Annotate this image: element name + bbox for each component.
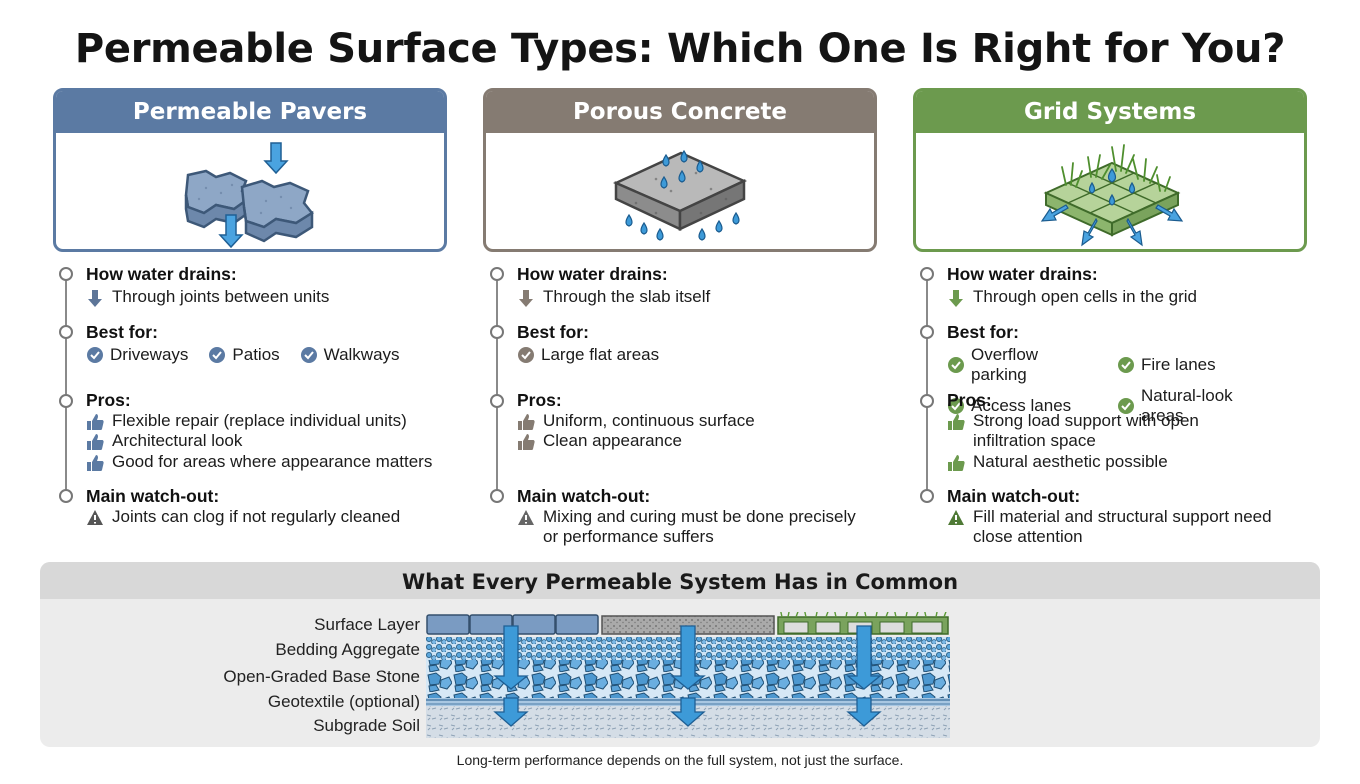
pro-item: Good for areas where appearance matters (112, 451, 433, 471)
check-circle-icon (518, 346, 534, 363)
layer-label-geotextile: Geotextile (optional) (267, 692, 420, 711)
pro-item: Natural aesthetic possible (973, 451, 1168, 471)
pro-item: Uniform, continuous surface (543, 410, 755, 430)
best-for-item: Natural-look areas (1141, 385, 1233, 426)
watch-out-text: close attention (973, 527, 1083, 546)
page-title: Permeable Surface Types: Which One Is Ri… (74, 26, 1286, 72)
card-permeable-pavers: Permeable Pavers (53, 88, 447, 252)
card-grid-systems: Grid Systems (913, 88, 1307, 252)
layer-label-subgrade: Subgrade Soil (313, 716, 420, 735)
pro-item: Strong load support with open (973, 410, 1199, 430)
thumbs-up-icon (518, 434, 535, 450)
down-arrow-icon (88, 289, 102, 307)
card-title: Porous Concrete (486, 91, 874, 133)
pro-item: Clean appearance (543, 431, 682, 450)
porous-concrete-icon (612, 149, 748, 241)
down-arrow-icon (519, 289, 533, 307)
footer-note: Long-term performance depends on the ful… (456, 752, 904, 768)
best-for-heading: Best for: (947, 322, 1019, 342)
watch-out-text: Joints can clog if not regularly cleaned (112, 506, 401, 526)
details-porous-concrete: How water drains: Through the slab itsel… (485, 258, 885, 558)
best-for-item: Walkways (323, 344, 400, 364)
watch-out-heading: Main watch-out: (86, 486, 220, 506)
watch-out-heading: Main watch-out: (517, 486, 651, 506)
card-title: Permeable Pavers (56, 91, 444, 133)
check-circle-icon (948, 357, 964, 373)
drain-text: Through joints between units (112, 286, 330, 306)
pros-heading: Pros: (86, 390, 131, 410)
pro-item: Flexible repair (replace individual unit… (112, 410, 407, 430)
common-section-title: What Every Permeable System Has in Commo… (40, 562, 1320, 599)
warning-icon (948, 509, 964, 525)
details-grid-systems: How water drains: Through open cells in … (915, 258, 1315, 558)
cross-section-diagram (426, 612, 950, 738)
grid-systems-icon (1040, 144, 1184, 247)
watch-out-heading: Main watch-out: (947, 486, 1081, 506)
card-porous-concrete: Porous Concrete (483, 88, 877, 252)
drain-heading: How water drains: (517, 264, 668, 284)
thumbs-up-icon (87, 434, 104, 450)
best-for-item: Fire lanes (1141, 354, 1216, 374)
thumbs-up-icon (518, 413, 535, 430)
layer-label-surface: Surface Layer (314, 615, 420, 634)
check-circle-icon (300, 346, 317, 363)
best-for-heading: Best for: (517, 322, 589, 342)
watch-out-text: or performance suffers (543, 527, 714, 546)
pros-heading: Pros: (947, 390, 992, 410)
permeable-pavers-icon (184, 142, 314, 249)
check-circle-icon (1118, 357, 1134, 373)
warning-icon (87, 509, 103, 525)
check-circle-icon (209, 346, 226, 363)
warning-icon (518, 509, 534, 525)
card-title: Grid Systems (916, 91, 1304, 133)
thumbs-up-icon (948, 454, 965, 471)
watch-out-text: Mixing and curing must be done precisely (543, 506, 856, 526)
best-for-item: Overflow parking (971, 344, 1039, 385)
best-for-item: Patios (232, 344, 280, 364)
details-permeable-pavers: How water drains: Through joints between… (54, 258, 454, 558)
drain-heading: How water drains: (947, 264, 1098, 284)
check-circle-icon (87, 346, 103, 363)
best-for-item: Large flat areas (541, 344, 660, 364)
check-circle-icon (948, 398, 964, 414)
pros-heading: Pros: (517, 390, 562, 410)
drain-text: Through open cells in the grid (973, 286, 1197, 306)
check-circle-icon (1118, 398, 1134, 414)
down-arrow-icon (949, 289, 963, 307)
best-for-item: Access lanes (971, 395, 1072, 415)
pro-item: infiltration space (973, 431, 1096, 450)
thumbs-up-icon (87, 413, 104, 430)
drain-text: Through the slab itself (543, 286, 711, 306)
pro-item: Architectural look (112, 431, 243, 450)
watch-out-text: Fill material and structural support nee… (973, 506, 1272, 526)
thumbs-up-icon (87, 454, 104, 471)
drain-heading: How water drains: (86, 264, 237, 284)
layer-label-bedding: Bedding Aggregate (275, 640, 420, 659)
best-for-item: Driveways (110, 344, 189, 364)
best-for-heading: Best for: (86, 322, 158, 342)
layer-label-base-stone: Open-Graded Base Stone (223, 667, 420, 686)
thumbs-up-icon (948, 413, 965, 430)
